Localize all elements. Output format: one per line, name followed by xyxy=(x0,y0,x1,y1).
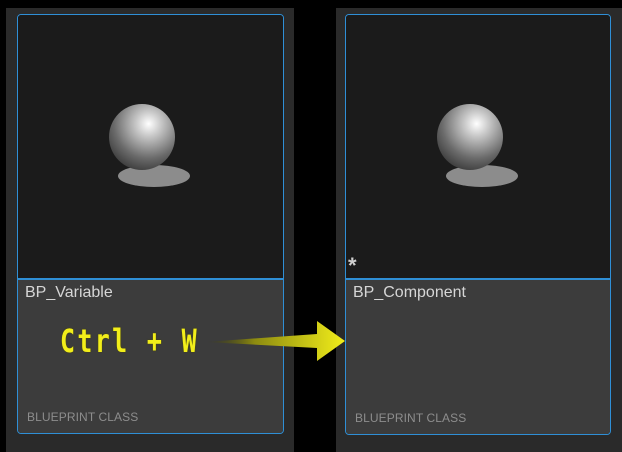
asset-info: BP_Component BLUEPRINT CLASS xyxy=(346,280,610,434)
arrow-right-icon xyxy=(205,321,345,361)
asset-name-label: BP_Variable xyxy=(25,284,113,301)
asset-type-label: BLUEPRINT CLASS xyxy=(27,410,139,424)
tile-divider xyxy=(346,278,610,280)
asset-tile-bp-component[interactable]: * BP_Component BLUEPRINT CLASS xyxy=(345,14,611,435)
asset-name-label: BP_Component xyxy=(353,284,466,301)
blueprint-sphere-icon xyxy=(109,104,190,187)
modified-asterisk-icon: * xyxy=(348,253,357,278)
blueprint-sphere-icon xyxy=(437,104,518,187)
asset-type-label: BLUEPRINT CLASS xyxy=(355,411,467,425)
asset-tile-bp-variable[interactable]: BP_Variable BLUEPRINT CLASS xyxy=(17,14,284,434)
asset-info: BP_Variable BLUEPRINT CLASS xyxy=(18,280,283,433)
tile-divider xyxy=(18,278,283,280)
asset-thumbnail xyxy=(18,15,283,278)
shortcut-annotation: Ctrl + W xyxy=(60,322,199,360)
asset-thumbnail: * xyxy=(346,15,610,278)
